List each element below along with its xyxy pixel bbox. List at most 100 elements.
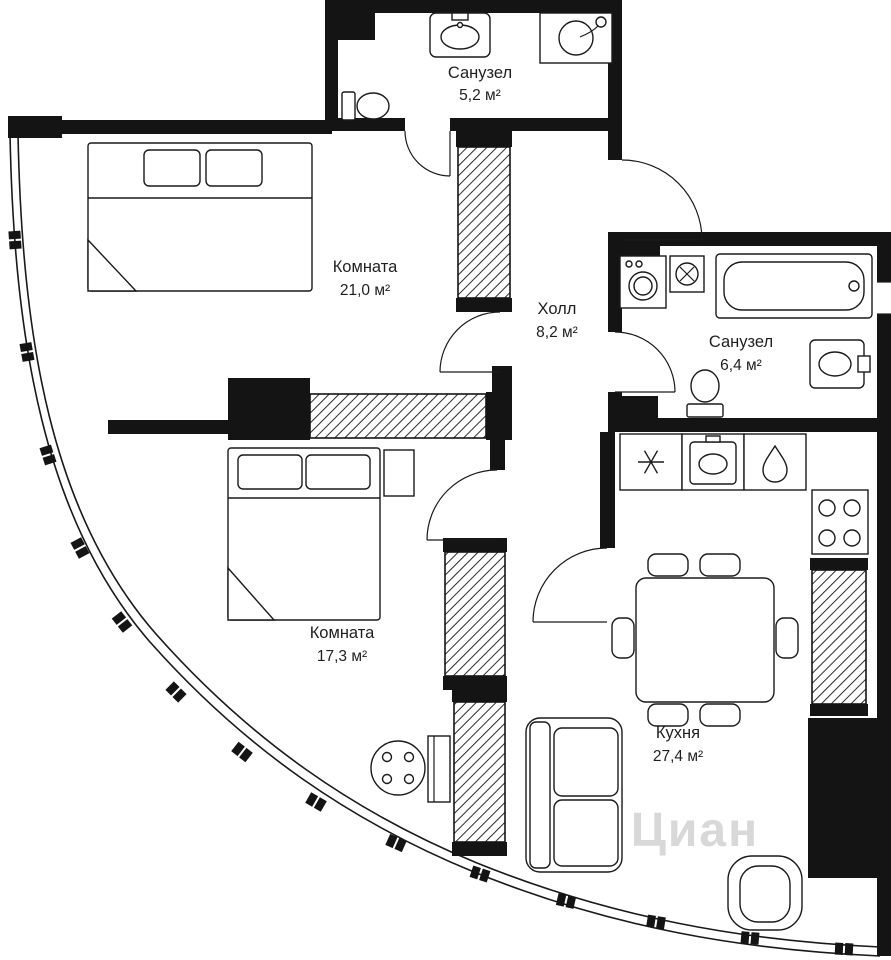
wall-segment — [810, 558, 868, 570]
door-entrance — [621, 159, 703, 241]
walls — [8, 0, 891, 956]
wall-segment — [443, 676, 507, 690]
room-label-kitchen: Кухня 27,4 м² — [653, 724, 703, 765]
fridge-icon — [638, 450, 664, 474]
wall-segment — [877, 246, 891, 282]
wall-segment — [810, 704, 868, 716]
wall-segment — [8, 120, 332, 134]
chair-icon — [775, 617, 799, 659]
door-bathroom-top — [404, 130, 451, 177]
window-mark — [834, 942, 854, 956]
double-bed-icon — [87, 142, 313, 292]
window-mark — [19, 342, 35, 362]
wall-segment — [325, 118, 405, 131]
wall-segment — [492, 366, 512, 396]
wall-segment — [608, 232, 622, 332]
chair-icon — [611, 617, 635, 659]
window-mark — [39, 444, 57, 466]
window-mark — [231, 741, 253, 763]
room-label-bathroom-top: Санузел 5,2 м² — [448, 64, 512, 104]
window-mark — [111, 611, 133, 633]
toilet-icon — [686, 369, 724, 418]
sink-icon — [809, 339, 871, 389]
wall-segment — [608, 418, 877, 432]
round-table-icon — [370, 740, 426, 796]
window-mark — [305, 792, 327, 812]
sofa-icon — [525, 717, 623, 873]
door-bedroom-1 — [439, 311, 501, 373]
window-mark — [646, 914, 666, 930]
nightstand-icon — [383, 449, 415, 497]
wall-segment — [490, 432, 505, 470]
window-mark — [555, 893, 577, 909]
window-mark — [469, 865, 491, 883]
room-area: 6,4 м² — [720, 357, 762, 374]
sink-icon — [429, 12, 491, 58]
shower-icon — [539, 12, 613, 64]
wall-segment — [325, 0, 622, 13]
room-label-bedroom-1: Комната 21,0 м² — [333, 258, 398, 299]
wall-segment — [450, 118, 610, 131]
double-bed-icon — [227, 447, 381, 621]
room-label-hall: Холл 8,2 м² — [536, 300, 578, 341]
wall-segment — [877, 314, 891, 956]
facade-inner-line — [17, 133, 881, 948]
room-area: 8,2 м² — [536, 324, 578, 341]
wall-segment — [456, 131, 512, 147]
window-mark — [385, 833, 407, 853]
wall-segment — [108, 420, 230, 434]
room-name: Холл — [538, 300, 577, 318]
wall-segment — [615, 232, 891, 246]
closet-hatch — [457, 146, 511, 299]
doors — [404, 130, 703, 623]
wall-segment — [228, 378, 310, 440]
wall-segment — [456, 298, 512, 312]
armchair-icon — [727, 855, 803, 931]
exterior-glass-wall — [8, 133, 881, 957]
room-area: 21,0 м² — [340, 282, 390, 299]
room-name: Кухня — [656, 724, 700, 742]
room-name: Комната — [333, 258, 398, 276]
closet-hatch — [444, 551, 506, 677]
console-table-icon — [427, 735, 451, 803]
water-heater-icon — [669, 255, 705, 293]
wall-segment — [600, 432, 615, 548]
chair-icon — [699, 703, 741, 727]
closet-hatch — [309, 393, 487, 439]
chair-icon — [647, 703, 689, 727]
chair-icon — [647, 553, 689, 577]
room-area: 5,2 м² — [459, 87, 501, 104]
toilet-icon — [341, 91, 390, 121]
facade-outer-line — [9, 133, 881, 957]
washing-machine-icon — [619, 255, 667, 309]
door-kitchen — [532, 547, 608, 623]
room-area: 17,3 м² — [317, 648, 367, 665]
wall-segment — [452, 842, 507, 856]
kitchen-sink-icon — [689, 435, 737, 485]
wall-segment — [808, 718, 877, 878]
window-mark — [740, 931, 760, 945]
door-bathroom-side — [614, 331, 676, 393]
room-labels: Санузел 5,2 м² Комната 21,0 м² Холл 8,2 … — [310, 64, 773, 765]
wall-segment — [452, 690, 507, 702]
furniture — [87, 12, 873, 931]
window-mark — [165, 681, 187, 703]
dining-table-icon — [635, 577, 775, 703]
room-area: 27,4 м² — [653, 748, 703, 765]
bathtub-icon — [715, 253, 873, 319]
room-label-bathroom-side: Санузел 6,4 м² — [709, 333, 773, 374]
closet-hatch — [453, 701, 506, 843]
door-bedroom-2 — [426, 469, 498, 541]
room-name: Санузел — [709, 333, 773, 351]
window-marks — [8, 230, 854, 956]
window-mark — [70, 537, 90, 559]
wall-segment — [443, 538, 507, 552]
stove-icon — [811, 489, 869, 555]
closet-hatch — [811, 569, 867, 705]
window-mark — [8, 230, 22, 250]
room-name: Комната — [310, 624, 375, 642]
water-drop-icon — [762, 444, 788, 483]
chair-icon — [699, 553, 741, 577]
